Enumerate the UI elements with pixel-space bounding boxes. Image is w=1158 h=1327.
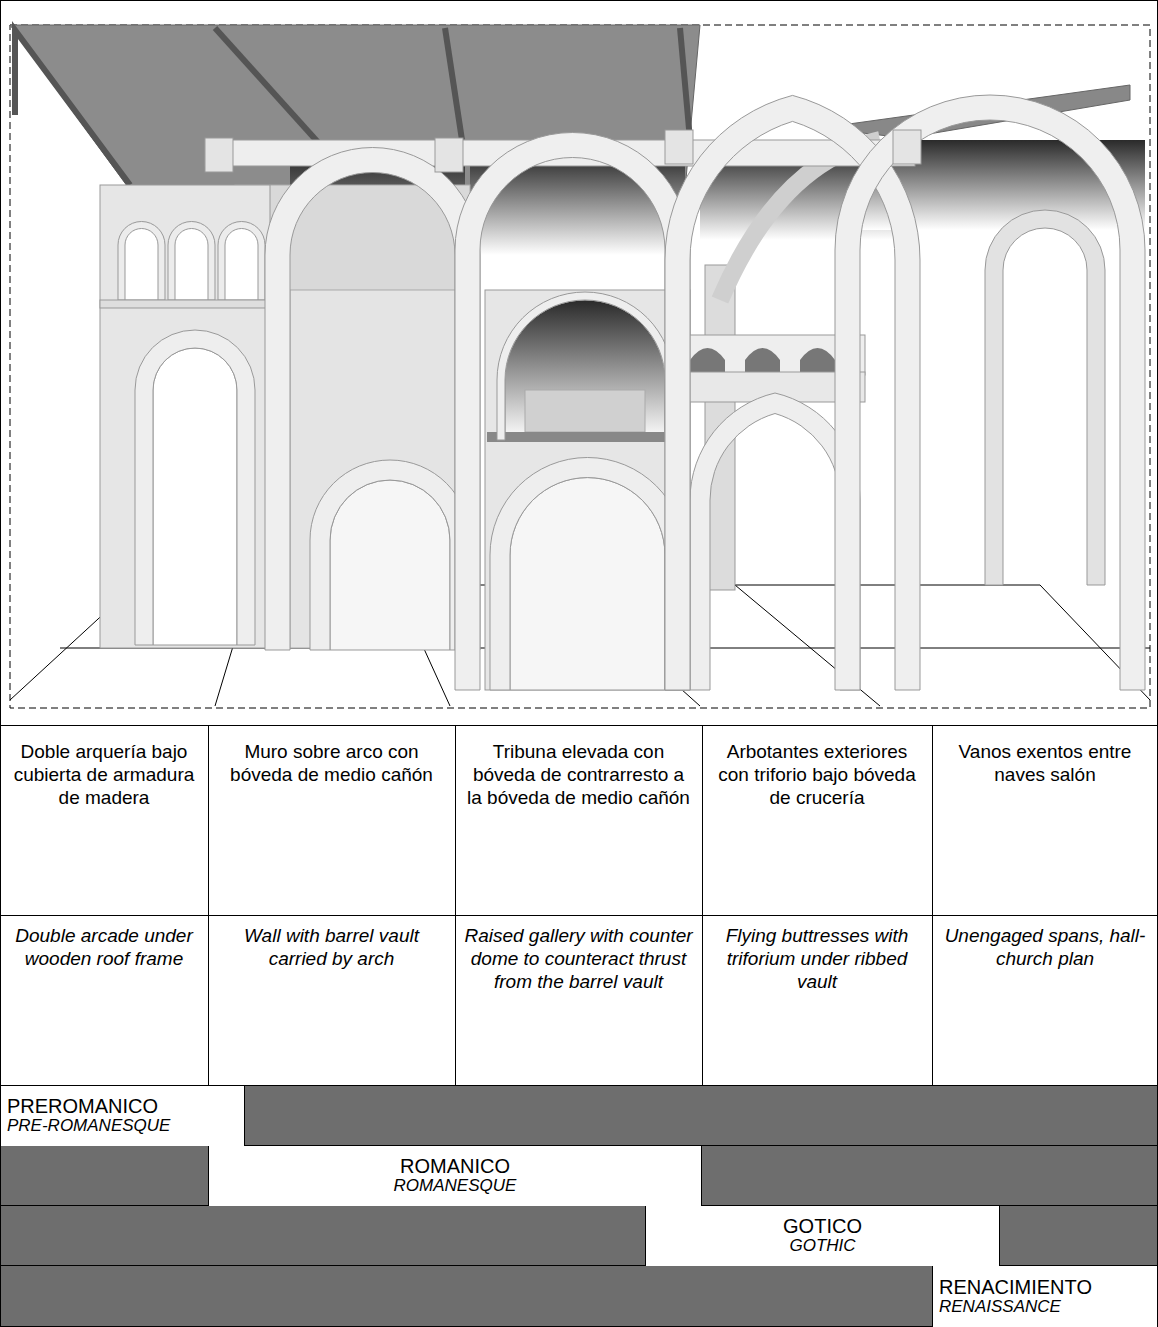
table-cell-text: Flying buttresses with triforium under r… [704,925,930,993]
arch [490,458,685,690]
style-period-band: ROMANICOROMANESQUE [208,1146,702,1206]
triforium-opening [800,348,835,372]
triforium-opening [745,348,780,372]
round-arch [835,95,1145,690]
capital [665,130,693,164]
period-name-english: PRE-ROMANESQUE [7,1117,238,1136]
grid-line [932,725,933,1085]
small-opening [125,229,158,301]
period-name-english: GOTHIC [652,1237,993,1256]
pointed-arch [665,95,920,690]
arch-opening [330,480,450,650]
period-name: RENACIMIENTO [939,1276,1151,1298]
timeline-bar [1,1266,1158,1327]
capital [435,138,463,172]
romanesque-wall [290,290,470,650]
wall [485,290,690,690]
style-period-band: GOTICOGOTHIC [645,1206,1000,1266]
table-cell-text: Muro sobre arco con bóveda de medio cañó… [210,741,453,787]
arch-opening [153,348,237,645]
rafter [680,28,690,140]
small-arch [168,221,215,300]
table-cell-text: Double arcade under wooden roof frame [2,925,206,971]
period-name: PREROMANICO [7,1095,238,1117]
table-cell-text: Tribuna elevada con bóveda de contrarres… [457,741,700,809]
period-name-english: RENAISSANCE [939,1298,1151,1317]
timeline-bars [1,1086,1158,1327]
timeline-bar [1,1146,1158,1206]
period-name: ROMANICO [215,1155,695,1177]
grid-line [455,725,456,1085]
period-name-english: ROMANESQUE [215,1177,695,1196]
rafter [445,28,462,140]
arch [310,460,470,650]
style-period-band: RENACIMIENTORENAISSANCE [932,1266,1158,1327]
grid-line [0,725,1158,726]
table-cell-text: Vanos exentos entre naves salón [934,741,1156,787]
timeline-bar [1,1206,1158,1266]
grid-line [0,915,1158,916]
table-cell-text: Arbotantes exteriores con triforio bajo … [704,741,930,809]
transverse-arch [455,133,690,691]
gallery-floor [487,432,688,442]
table-cell-text: Wall with barrel vault carried by arch [210,925,453,971]
gallery-back [525,390,645,432]
arch [135,330,255,645]
grid-line [702,725,703,1085]
arch [497,292,673,440]
capital [893,130,921,164]
small-arch [218,221,265,300]
wall [100,185,270,648]
dashed-frame [10,25,1150,708]
style-period-band: PREROMANICOPRE-ROMANESQUE [0,1086,245,1146]
preromanesque-wall [100,185,270,648]
rafter [15,30,130,185]
triforium-opening [690,348,725,372]
table-cell-text: Raised gallery with counter dome to coun… [457,925,700,993]
timeline-bar [1,1086,1158,1146]
rafter [215,28,325,150]
rear-arch [985,210,1105,585]
transverse-arch [265,148,480,651]
period-name: GOTICO [652,1215,993,1237]
small-opening [225,229,258,301]
arch-opening [510,478,665,690]
small-arch [118,221,165,300]
gallery-wall [485,290,690,690]
string-course [100,300,270,308]
table-cell-text: Doble arquería bajo cubierta de armadura… [2,741,206,809]
capital [205,138,233,172]
table-cell-text: Unengaged spans, hall-church plan [934,925,1156,971]
grid-line [208,725,209,1085]
small-opening [175,229,208,301]
table-lines [0,725,1158,1086]
